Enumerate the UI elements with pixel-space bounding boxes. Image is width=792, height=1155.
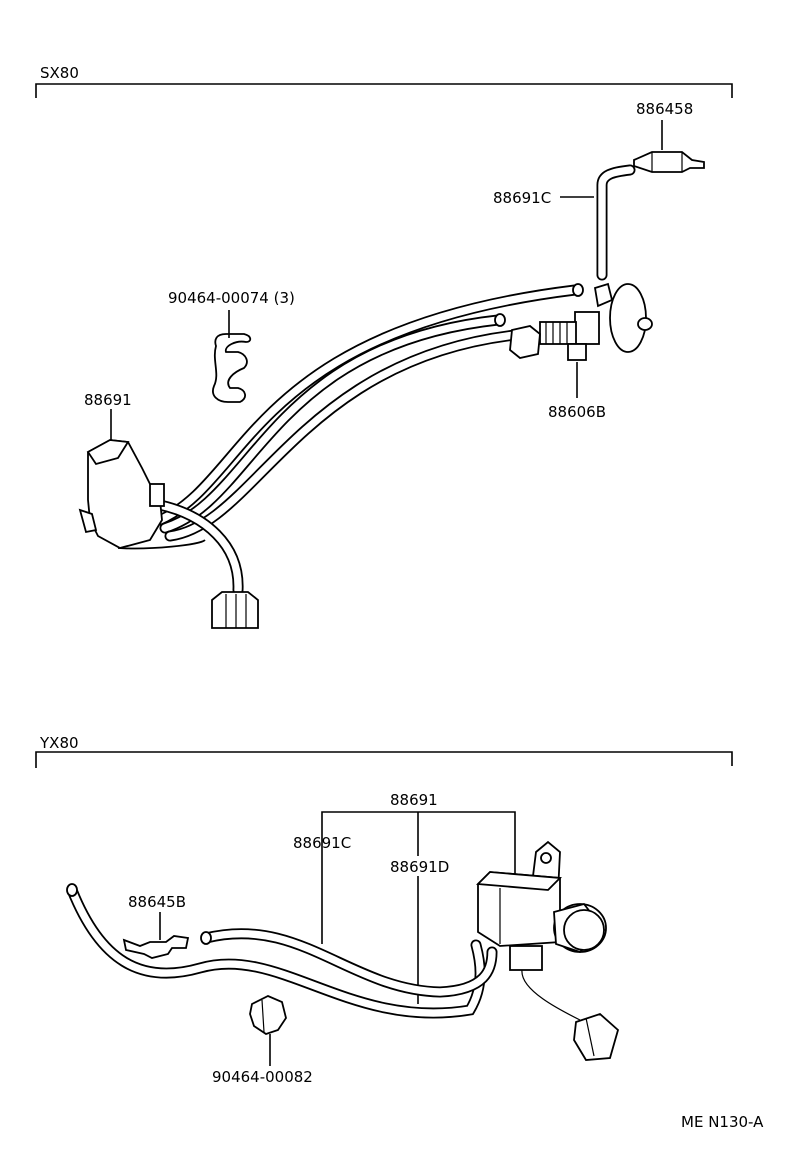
- label-yx80-clamp: 90464-00082: [212, 1068, 313, 1086]
- label-sx80-fitting: 88606B: [548, 403, 606, 421]
- label-sx80-clamp: 90464-00074 (3): [168, 289, 295, 307]
- label-sx80-valve: 886458: [636, 100, 693, 118]
- yx80-clamp: [249, 995, 287, 1066]
- yx80-hoses: [66, 883, 498, 1019]
- sx80-vacuum-valve: [633, 120, 705, 173]
- label-sx80-hose-c: 88691C: [493, 189, 551, 207]
- sx80-hoses: [154, 164, 636, 596]
- label-yx80-vsv: 88691: [390, 791, 438, 809]
- section-title-sx80: SX80: [40, 64, 79, 82]
- label-yx80-valve: 88645B: [128, 893, 186, 911]
- section-sx80: SX80 886458 88691C: [35, 64, 733, 629]
- sx80-vsv-unit: [78, 409, 259, 629]
- yx80-vacuum-valve: [122, 912, 190, 959]
- footer-code: ME N130-A: [681, 1113, 764, 1131]
- section-title-yx80: YX80: [39, 734, 79, 752]
- section-bracket-sx80: [35, 83, 733, 98]
- label-yx80-hose-c: 88691C: [293, 834, 351, 852]
- label-yx80-hose-d: 88691D: [390, 858, 449, 876]
- section-bracket-yx80: [35, 751, 733, 768]
- sx80-clamp: [212, 310, 252, 403]
- sx80-fitting-assembly: [509, 282, 653, 398]
- section-yx80: YX80 88691 88691C 88691D 88645B: [35, 734, 733, 1086]
- yx80-vsv-unit: [475, 840, 620, 1061]
- label-sx80-vsv: 88691: [84, 391, 132, 409]
